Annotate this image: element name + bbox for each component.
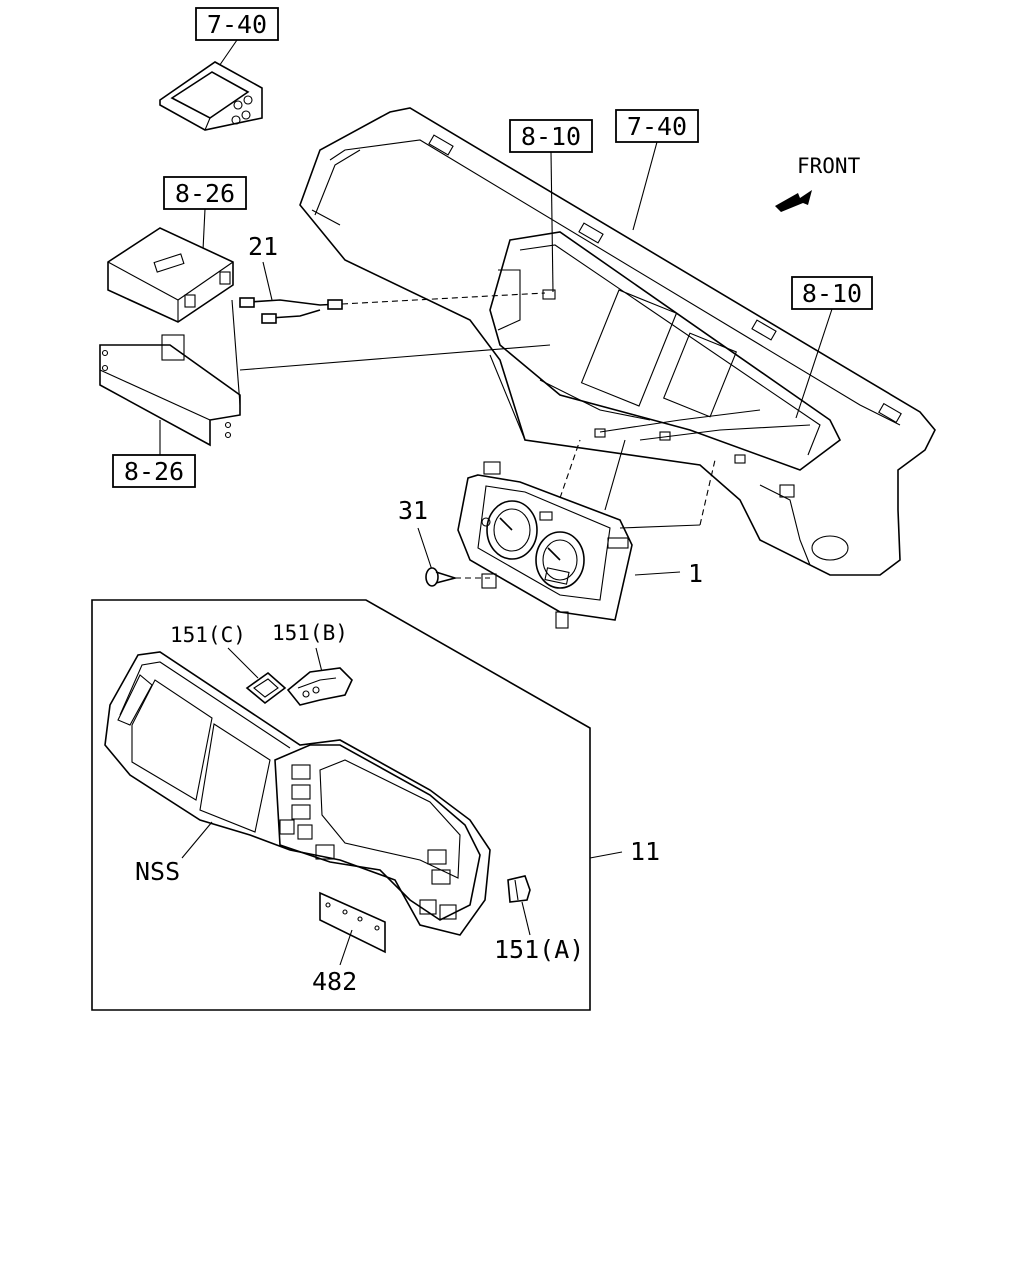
ref-7-40-top-label: 7-40 <box>207 10 267 39</box>
ref-7-40-top[interactable]: 7-40 <box>195 7 279 41</box>
control-module-part <box>107 227 234 323</box>
ref-7-40-dash-label: 7-40 <box>627 112 687 141</box>
ref-8-26-top-label: 8-26 <box>175 179 235 208</box>
ref-8-10-right-label: 8-10 <box>802 279 862 308</box>
part-151b-label[interactable]: 151(B) <box>272 621 348 645</box>
part-21-label[interactable]: 21 <box>248 232 278 261</box>
part-11-label[interactable]: 11 <box>630 837 660 866</box>
part-482-label[interactable]: 482 <box>312 967 357 996</box>
dashboard-panel <box>299 107 936 576</box>
part-151c-label[interactable]: 151(C) <box>170 623 246 647</box>
ref-8-10-left[interactable]: 8-10 <box>509 119 593 153</box>
wire-harness-part <box>239 297 343 324</box>
part-nss-label[interactable]: NSS <box>135 857 180 886</box>
ref-8-10-right[interactable]: 8-10 <box>791 276 873 310</box>
mounting-bracket-part <box>99 334 241 447</box>
part-31-label[interactable]: 31 <box>398 496 428 525</box>
ref-7-40-dash[interactable]: 7-40 <box>615 109 699 143</box>
ref-8-26-bottom-label: 8-26 <box>124 457 184 486</box>
front-arrow-icon <box>775 190 812 212</box>
screw-part <box>425 567 490 587</box>
instrument-cluster-part <box>457 461 633 629</box>
storage-box-part <box>159 61 263 131</box>
ref-8-26-top[interactable]: 8-26 <box>163 176 247 210</box>
front-label: FRONT <box>797 154 861 178</box>
bracket-151b-part <box>286 667 353 706</box>
plate-482-part <box>319 891 386 954</box>
clip-151a-part <box>507 875 531 903</box>
clip-151c-part <box>245 671 287 705</box>
part-11-inset <box>91 599 591 1011</box>
ref-8-26-bottom[interactable]: 8-26 <box>112 454 196 488</box>
part-1-label[interactable]: 1 <box>688 559 703 588</box>
part-151a-label[interactable]: 151(A) <box>494 935 584 964</box>
cluster-bezel-part <box>104 651 491 936</box>
ref-8-10-left-label: 8-10 <box>521 122 581 151</box>
